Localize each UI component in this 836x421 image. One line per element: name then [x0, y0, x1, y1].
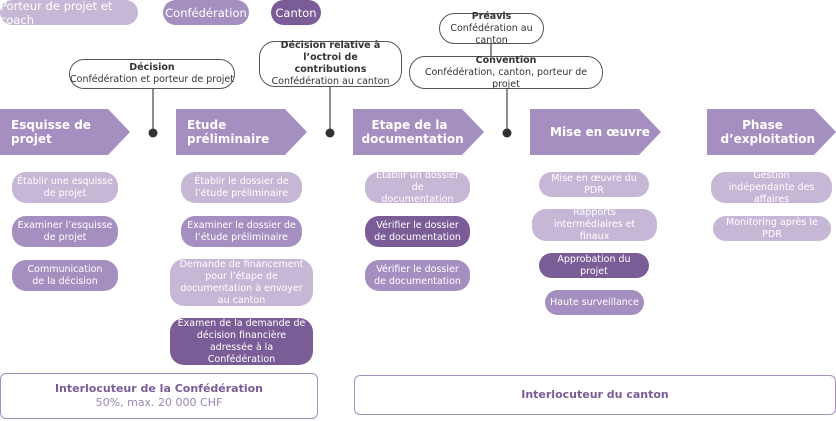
legend-confederation: Confédération: [163, 0, 249, 25]
legend-porteur-coach: Porteur de projet et coach: [0, 0, 138, 27]
milestone-dot-3: [502, 128, 512, 138]
preavis-title: Préavis: [471, 10, 512, 22]
task-verifier-dossier-confederation: Vérifier le dossier de documentation: [365, 260, 470, 291]
octroi-decision-bubble: Décision relative à l’octroi de contribu…: [259, 40, 402, 87]
octroi-decision-subtitle: Confédération au canton: [271, 76, 390, 87]
task-approbation-projet: Approbation du projet: [539, 253, 649, 278]
interlocuteur-canton-title: Interlocuteur du canton: [521, 388, 669, 401]
task-communication-decision: Communication de la décision: [12, 260, 118, 291]
milestone-dot-2: [325, 128, 335, 138]
preavis-subtitle: Confédération au canton: [450, 22, 533, 46]
convention-subtitle: Confédération, canton, porteur de projet: [424, 66, 588, 90]
task-monitoring-apres-pdr: Monitoring après le PDR: [713, 216, 831, 241]
phase-etape-documentation: Etape de la documentation: [353, 109, 484, 155]
preavis-bubble: Préavis Confédération au canton: [439, 10, 544, 46]
task-verifier-dossier-canton: Vérifier le dossier de documentation: [365, 216, 470, 247]
task-haute-surveillance: Haute surveillance: [545, 290, 644, 315]
convention-title: Convention: [475, 54, 537, 66]
task-gestion-independante: Gestion indépendante des affaires: [711, 170, 832, 205]
task-demande-financement: Demande de financement pour l’étape de d…: [170, 259, 313, 306]
task-examiner-esquisse: Examiner l’esquisse de projet: [12, 216, 118, 247]
interlocuteur-confederation-box: Interlocuteur de la Confédération 50%, m…: [0, 373, 318, 419]
task-examen-demande-decision: Examen de la demande de décision financi…: [170, 318, 313, 365]
convention-bubble: Convention Confédération, canton, porteu…: [409, 54, 603, 90]
task-etablir-esquisse: Établir une esquisse de projet: [12, 172, 118, 203]
interlocuteur-canton-box: Interlocuteur du canton: [354, 375, 836, 415]
phase-exploitation: Phase d’exploitation: [707, 109, 836, 155]
decision-bubble: Décision Confédération et porteur de pro…: [69, 59, 235, 89]
decision-title: Décision: [129, 62, 175, 73]
task-etablir-dossier-documentation: Établir un dossier de documentation: [365, 170, 470, 205]
task-examiner-dossier-etude: Examiner le dossier de l’étude prélimina…: [181, 216, 302, 247]
octroi-decision-title: Décision relative à l’octroi de contribu…: [280, 40, 381, 75]
milestone-dot-1: [148, 128, 158, 138]
task-etablir-dossier-etude: Établir le dossier de l’étude préliminai…: [181, 172, 302, 203]
phase-mise-en-oeuvre: Mise en œuvre: [530, 109, 661, 155]
phase-esquisse-de-projet: Esquisse de projet: [0, 109, 130, 155]
task-mise-en-oeuvre-pdr: Mise en œuvre du PDR: [539, 172, 649, 197]
interlocuteur-confederation-budget: 50%, max. 20 000 CHF: [95, 396, 223, 409]
task-rapports-intermediaires: Rapports intermédiaires et finaux: [532, 207, 657, 242]
legend-canton: Canton: [271, 0, 321, 25]
interlocuteur-confederation-title: Interlocuteur de la Confédération: [54, 382, 264, 395]
decision-subtitle: Confédération et porteur de projet: [70, 74, 234, 85]
phase-etude-preliminaire: Etude préliminaire: [176, 109, 307, 155]
